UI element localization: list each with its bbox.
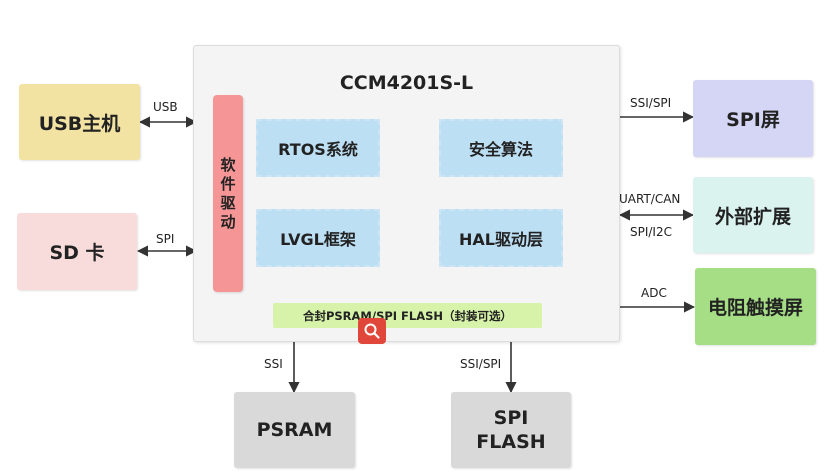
hal-module-label: HAL驱动层 — [459, 230, 543, 249]
psram-label: PSRAM — [256, 419, 333, 441]
search-button[interactable] — [358, 318, 386, 344]
usb-host-label: USB主机 — [38, 112, 121, 135]
security-module-label: 安全算法 — [468, 140, 533, 159]
spi-screen-label: SPI屏 — [726, 109, 780, 131]
spi-i2c-link-label: SPI/I2C — [630, 225, 672, 239]
ext-expansion-label: 外部扩展 — [714, 205, 791, 228]
rtos-module-label: RTOS系统 — [278, 140, 358, 159]
software-driver-bar: 软 件 驱 动 — [213, 95, 243, 292]
search-icon — [364, 323, 380, 339]
driver-char: 驱 — [220, 193, 236, 212]
usb-link-label: USB — [153, 100, 178, 114]
spi-screen-box: SPI屏 — [693, 80, 813, 157]
driver-char: 软 — [220, 155, 236, 174]
resistive-touch-box: 电阻触摸屏 — [695, 268, 816, 345]
ext-expansion-box: 外部扩展 — [693, 177, 813, 253]
ssi-spi-right-link-label: SSI/SPI — [630, 96, 672, 110]
chip-title: CCM4201S-L — [339, 72, 474, 94]
security-module: 安全算法 — [439, 119, 563, 177]
hal-module: HAL驱动层 — [439, 209, 563, 267]
lvgl-module: LVGL框架 — [256, 209, 380, 267]
psram-box: PSRAM — [234, 392, 355, 468]
rtos-module: RTOS系统 — [256, 119, 380, 177]
adc-link-label: ADC — [641, 286, 667, 300]
spi-flash-box: SPI FLASH — [451, 392, 571, 468]
chip-box: CCM4201S-L — [193, 45, 620, 342]
embedded-flash-label: 合封PSRAM/SPI FLASH（封装可选） — [302, 308, 513, 323]
driver-char: 动 — [220, 212, 236, 231]
ssi-bottom-link-label: SSI — [264, 357, 283, 371]
spi-left-link-label: SPI — [156, 232, 175, 246]
uart-can-link-label: UART/CAN — [619, 192, 681, 206]
driver-char: 件 — [220, 174, 236, 193]
spi-flash-label-line1: SPI — [493, 407, 529, 429]
usb-host-box: USB主机 — [19, 84, 140, 160]
sd-card-box: SD 卡 — [17, 213, 137, 290]
ssi-spi-bottom-link-label: SSI/SPI — [460, 357, 502, 371]
sd-card-label: SD 卡 — [49, 242, 105, 264]
spi-flash-label-line2: FLASH — [476, 431, 546, 453]
resistive-touch-label: 电阻触摸屏 — [707, 297, 803, 319]
lvgl-module-label: LVGL框架 — [280, 230, 356, 249]
embedded-flash-bar: 合封PSRAM/SPI FLASH（封装可选） — [273, 303, 542, 328]
